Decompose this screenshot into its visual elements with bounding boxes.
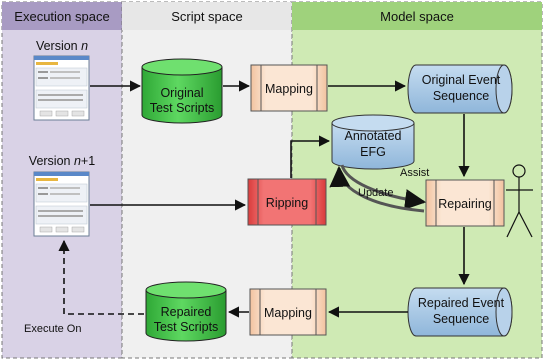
original-event-sequence-line1: Original Event [422, 73, 501, 87]
repaired-event-sequence-line1: Repaired Event [418, 296, 505, 310]
version-n-plus-1-label: Version n+1 [29, 154, 95, 168]
version-n-label: Version n [36, 39, 88, 53]
repaired-test-scripts-line1: Repaired [161, 305, 212, 319]
original-event-sequence-line2: Sequence [433, 89, 489, 103]
mapping-top-label: Mapping [265, 82, 313, 96]
app-screenshot-version-n-plus-1 [33, 171, 90, 237]
update-label: Update [358, 187, 393, 199]
repaired-test-scripts-database: Repaired Test Scripts [145, 281, 227, 342]
repaired-event-sequence: Repaired Event Sequence [407, 287, 513, 337]
lane-execution-title: Execution space [14, 9, 109, 24]
original-test-scripts-line2: Test Scripts [150, 101, 215, 115]
tester-person-icon [506, 164, 533, 238]
lane-model-header [292, 2, 542, 30]
mapping-top-process: Mapping [250, 64, 328, 112]
repairing-process: Repairing [425, 179, 505, 227]
repaired-test-scripts-line2: Test Scripts [154, 320, 219, 334]
annotated-efg-model: Annotated EFG [331, 114, 415, 170]
lane-model-title: Model space [380, 9, 454, 24]
edge-update [329, 165, 425, 213]
repairing-label: Repairing [438, 197, 492, 211]
execute-on-label: Execute On [24, 323, 81, 335]
ripping-label: Ripping [266, 196, 308, 210]
assist-update-loop [329, 164, 427, 213]
assist-label: Assist [400, 167, 429, 179]
ripping-process: Ripping [247, 178, 327, 226]
lane-script-header [122, 2, 292, 30]
annotated-efg-line2: EFG [360, 145, 386, 159]
lane-execution-header [2, 2, 122, 30]
mapping-bottom-process: Mapping [249, 288, 327, 336]
edge-execute-on [58, 239, 144, 315]
annotated-efg-line1: Annotated [345, 129, 402, 143]
original-event-sequence: Original Event Sequence [407, 64, 513, 114]
edge-ripping-to-efg [290, 135, 331, 178]
edges [58, 80, 470, 318]
original-test-scripts-database: Original Test Scripts [141, 58, 223, 124]
app-screenshot-version-n [33, 55, 90, 121]
repaired-event-sequence-line2: Sequence [433, 312, 489, 326]
lane-script-title: Script space [171, 9, 243, 24]
original-test-scripts-line1: Original [160, 86, 203, 100]
mapping-bottom-label: Mapping [264, 306, 312, 320]
